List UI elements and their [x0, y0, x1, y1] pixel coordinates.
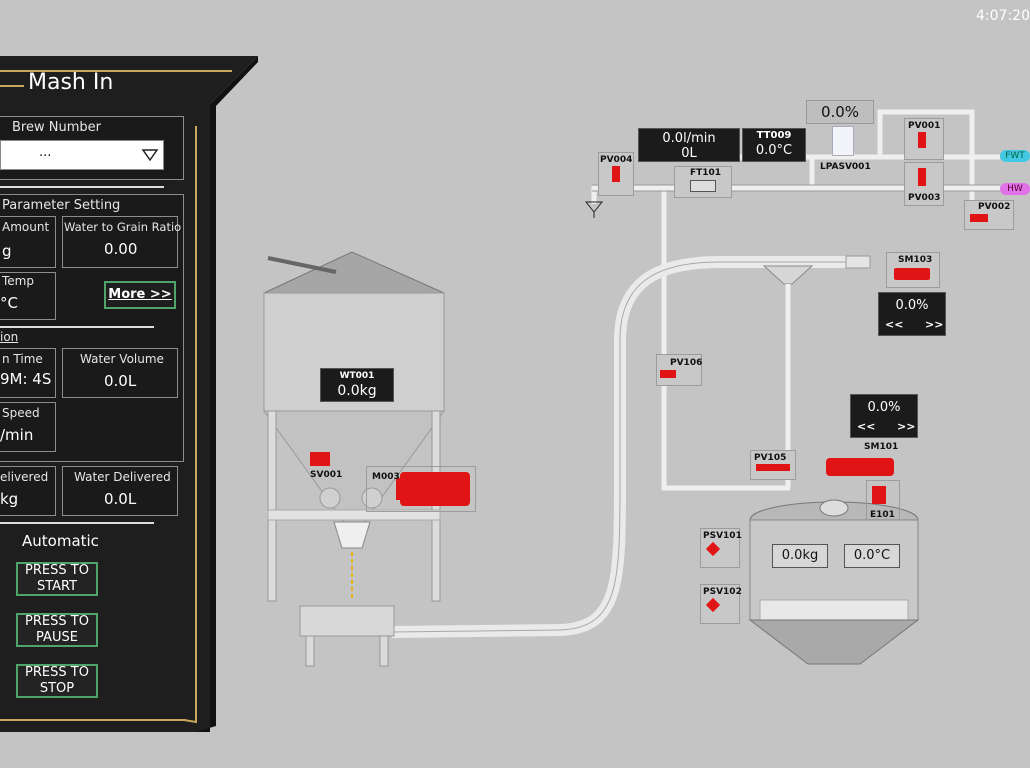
water-delivered-label: Water Delivered: [74, 470, 171, 484]
tank-temp: 0.0°C: [844, 544, 900, 568]
tank-weight: 0.0kg: [772, 544, 828, 568]
sm103-decrease-button[interactable]: <<: [885, 318, 904, 331]
e101-box[interactable]: [866, 480, 900, 520]
speed-value: /min: [0, 426, 34, 444]
ratio-label: Water to Grain Ratio: [64, 220, 182, 234]
e101-label: E101: [870, 510, 895, 520]
stop-button[interactable]: PRESS TO STOP: [16, 664, 98, 698]
water-volume-label: Water Volume: [80, 352, 164, 366]
ft101-label: FT101: [690, 168, 722, 178]
pv003-label: PV003: [908, 193, 941, 203]
valve-icon: [918, 132, 926, 148]
time-field: [0, 348, 56, 398]
brew-number-label: Brew Number: [12, 120, 101, 135]
motor-sm101: [826, 458, 894, 476]
valve-icon: [918, 168, 926, 186]
motor-m003: [396, 472, 470, 506]
amount-value: g: [2, 242, 12, 260]
speed-field: [0, 402, 56, 452]
parameter-heading: Parameter Setting: [2, 198, 121, 213]
sm101-value: 0.0%: [867, 400, 901, 415]
hw-tag: HW: [1000, 183, 1030, 195]
tt009-display: TT009 0.0°C: [742, 128, 806, 162]
brew-number-select[interactable]: ...: [0, 140, 164, 170]
panel-title: Mash In: [28, 70, 114, 95]
delivered-value: kg: [0, 490, 19, 508]
delivered-field: [0, 466, 56, 516]
sm101-increase-button[interactable]: >>: [897, 420, 916, 433]
lpasv-label: LPASV001: [820, 162, 871, 172]
time-label: n Time: [2, 352, 43, 366]
agitator-e101: [872, 486, 886, 504]
delivered-label: elivered: [0, 470, 49, 484]
start-button[interactable]: PRESS TO START: [16, 562, 98, 596]
divider: [0, 186, 164, 188]
flow-meter-icon: [690, 180, 716, 192]
sm103-speed-display: 0.0% << >>: [878, 292, 946, 336]
amount-field[interactable]: [0, 216, 56, 268]
pv001-valve[interactable]: [904, 118, 944, 160]
psv101-label: PSV101: [703, 531, 742, 541]
tt009-label: TT009: [756, 130, 792, 141]
pv106-label: PV106: [670, 358, 703, 368]
pv002-label: PV002: [978, 202, 1011, 212]
temp-value: °C: [0, 294, 18, 312]
clock: 4:07:20: [976, 8, 1030, 24]
valve-sv001: [310, 452, 330, 466]
wt001-value: 0.0kg: [337, 383, 377, 399]
valve-icon: [970, 214, 988, 222]
sm101-speed-display: 0.0% << >>: [850, 394, 918, 438]
water-volume-field: [62, 348, 178, 398]
water-volume-value: 0.0L: [104, 372, 137, 390]
temp-label: Temp: [2, 274, 34, 288]
valve-icon: [756, 464, 790, 471]
pv002-valve[interactable]: [964, 200, 1014, 230]
water-delivered-field: [62, 466, 178, 516]
lpasv-percent: 0.0%: [806, 100, 874, 124]
sm103-increase-button[interactable]: >>: [925, 318, 944, 331]
automatic-label: Automatic: [22, 532, 99, 550]
chevron-down-icon: [141, 149, 159, 162]
ratio-field[interactable]: [62, 216, 178, 268]
silo: [263, 251, 445, 667]
drain-symbol: [584, 201, 604, 213]
fwt-tag: FWT: [1000, 150, 1030, 162]
water-delivered-value: 0.0L: [104, 490, 137, 508]
pv001-label: PV001: [908, 121, 941, 131]
motor-icon: [894, 268, 930, 280]
mash-in-panel: Mash In Brew Number ... Parameter Settin…: [0, 56, 258, 732]
divider: [0, 522, 154, 524]
m003-label: M003: [372, 472, 400, 482]
valve-icon: [660, 370, 676, 378]
lpasv-valve[interactable]: [832, 126, 854, 156]
pv004-label: PV004: [600, 155, 633, 165]
sv001-label: SV001: [310, 470, 343, 480]
sm103-label: SM103: [898, 255, 933, 265]
m003-box[interactable]: [366, 466, 476, 512]
mash-tank: [748, 499, 920, 665]
wt001-display: WT001 0.0kg: [320, 368, 394, 402]
tt009-value: 0.0°C: [755, 143, 793, 158]
time-value: 9M: 4S: [0, 370, 52, 388]
brew-number-value: ...: [39, 145, 52, 160]
valve-icon: [612, 166, 620, 182]
ratio-value: 0.00: [104, 240, 138, 258]
more-button[interactable]: More >>: [104, 281, 176, 309]
sm101-decrease-button[interactable]: <<: [857, 420, 876, 433]
divider: [0, 326, 154, 328]
pause-button[interactable]: PRESS TO PAUSE: [16, 613, 98, 647]
wt001-label: WT001: [339, 371, 375, 381]
flow-meter-display: 0.0l/min 0L: [638, 128, 740, 162]
pv105-label: PV105: [754, 453, 787, 463]
sm101-label: SM101: [864, 442, 899, 452]
speed-label: Speed: [2, 406, 40, 420]
flow-total: 0L: [681, 146, 697, 161]
psv102-label: PSV102: [703, 587, 742, 597]
flow-rate: 0.0l/min: [662, 131, 716, 146]
temp-field[interactable]: [0, 272, 56, 320]
amount-label: Amount: [2, 220, 50, 234]
section2-heading: ion: [0, 330, 19, 344]
sm103-value: 0.0%: [895, 298, 929, 313]
